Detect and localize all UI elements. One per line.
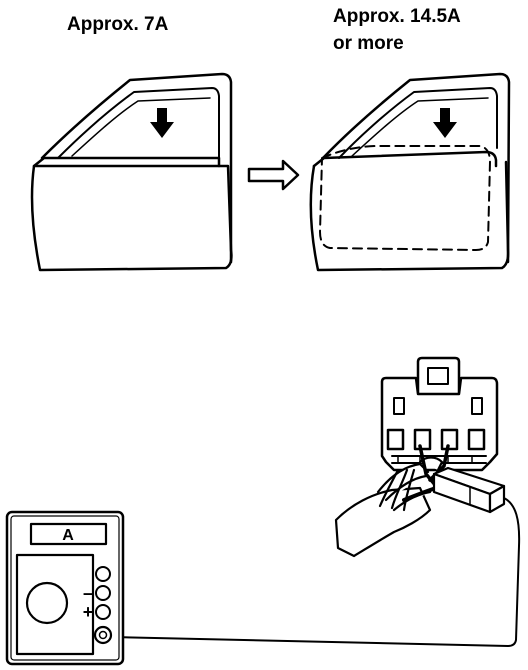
meter-minus-symbol: –	[83, 583, 93, 603]
meter-plus-symbol: +	[83, 602, 94, 622]
arrow-down-icon	[150, 108, 174, 138]
stalled-current-label-line1: Approx. 14.5A	[333, 6, 461, 27]
meter-terminal-minus	[95, 585, 111, 601]
test-lead	[112, 497, 521, 648]
fuse-jumper	[432, 466, 506, 514]
arrow-down-icon	[433, 108, 457, 138]
hollow-arrow-right-icon	[247, 159, 300, 191]
meter-display-text: A	[62, 527, 74, 544]
door-right	[309, 72, 511, 272]
meter-terminal-plus	[95, 604, 111, 620]
door-left	[30, 72, 233, 272]
ammeter	[5, 510, 125, 666]
meter-dial	[25, 581, 69, 625]
normal-current-label: Approx. 7A	[67, 14, 169, 35]
meter-display	[29, 522, 108, 546]
motor-connector	[380, 356, 499, 472]
stalled-current-label-line2: or more	[333, 33, 404, 54]
meter-terminal-1	[95, 566, 111, 582]
